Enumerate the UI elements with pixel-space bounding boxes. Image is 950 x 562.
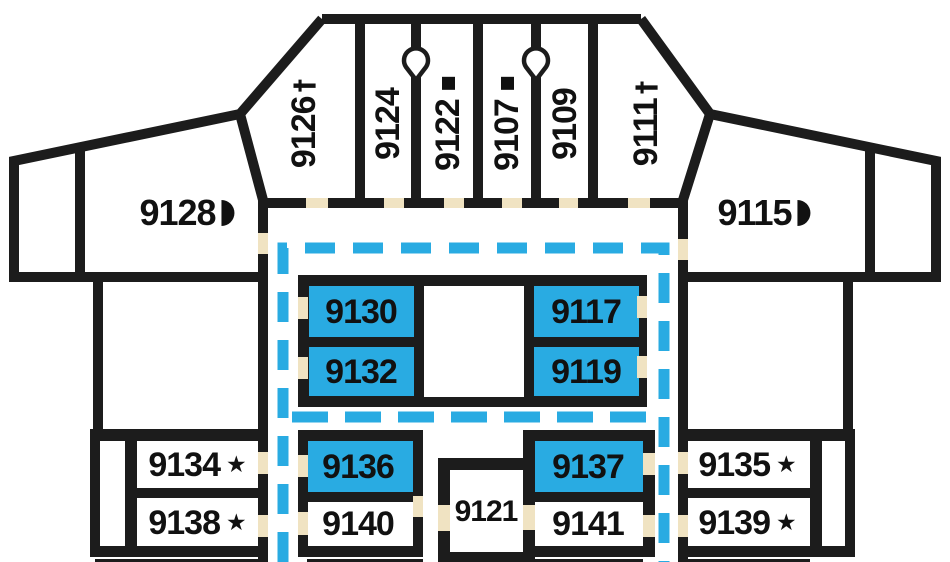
right-half-circle-icon (221, 200, 235, 226)
doorway-marker-icon (521, 46, 551, 83)
star-icon: ★ (226, 509, 247, 536)
room-9119-label: 9119 (551, 353, 622, 391)
room-9107-label: 9107 (488, 77, 526, 171)
room-9128-label: 9128 (139, 195, 235, 231)
room-9121-label: 9121 (454, 495, 519, 528)
doorway-markers (401, 46, 551, 83)
room-9140-label: 9140 (322, 505, 395, 543)
room-9130-label: 9130 (325, 293, 398, 331)
star-icon: ★ (776, 451, 797, 478)
dagger-icon: † (630, 81, 662, 95)
room-9136-fill (308, 441, 413, 492)
route-path (277, 242, 670, 562)
room-9117-fill (534, 286, 639, 337)
room-9141-label: 9141 (552, 505, 625, 543)
room-9126-label: 9126 † (285, 79, 323, 169)
room-9115-label: 9115 (717, 195, 811, 231)
black-square-icon (500, 77, 514, 91)
door-openings (258, 198, 688, 537)
room-9137-fill (535, 441, 643, 492)
room-9132-fill (309, 347, 414, 396)
room-9135-label: 9135 ★ (698, 446, 797, 484)
doorway-marker-icon (401, 46, 431, 83)
room-9130-fill (309, 286, 414, 337)
room-interiors (100, 286, 845, 552)
room-9119-fill (534, 347, 639, 396)
room-9134-label: 9134 ★ (148, 446, 247, 484)
star-icon: ★ (776, 509, 797, 536)
room-9122-label: 9122 (429, 77, 467, 171)
room-9136-label: 9136 (322, 448, 395, 486)
black-square-icon (441, 77, 455, 91)
right-half-circle-icon (797, 200, 811, 226)
room-9109-label: 9109 (546, 88, 584, 160)
room-9137-label: 9137 (552, 448, 625, 486)
room-9139-label: 9139 ★ (698, 504, 797, 542)
star-icon: ★ (226, 451, 247, 478)
room-9138-label: 9138 ★ (148, 504, 247, 542)
room-9117-label: 9117 (551, 293, 622, 331)
room-9132-label: 9132 (325, 353, 398, 391)
dagger-icon: † (288, 79, 320, 93)
room-9111-label: 9111 † (627, 81, 665, 167)
room-9124-label: 9124 (369, 88, 407, 160)
